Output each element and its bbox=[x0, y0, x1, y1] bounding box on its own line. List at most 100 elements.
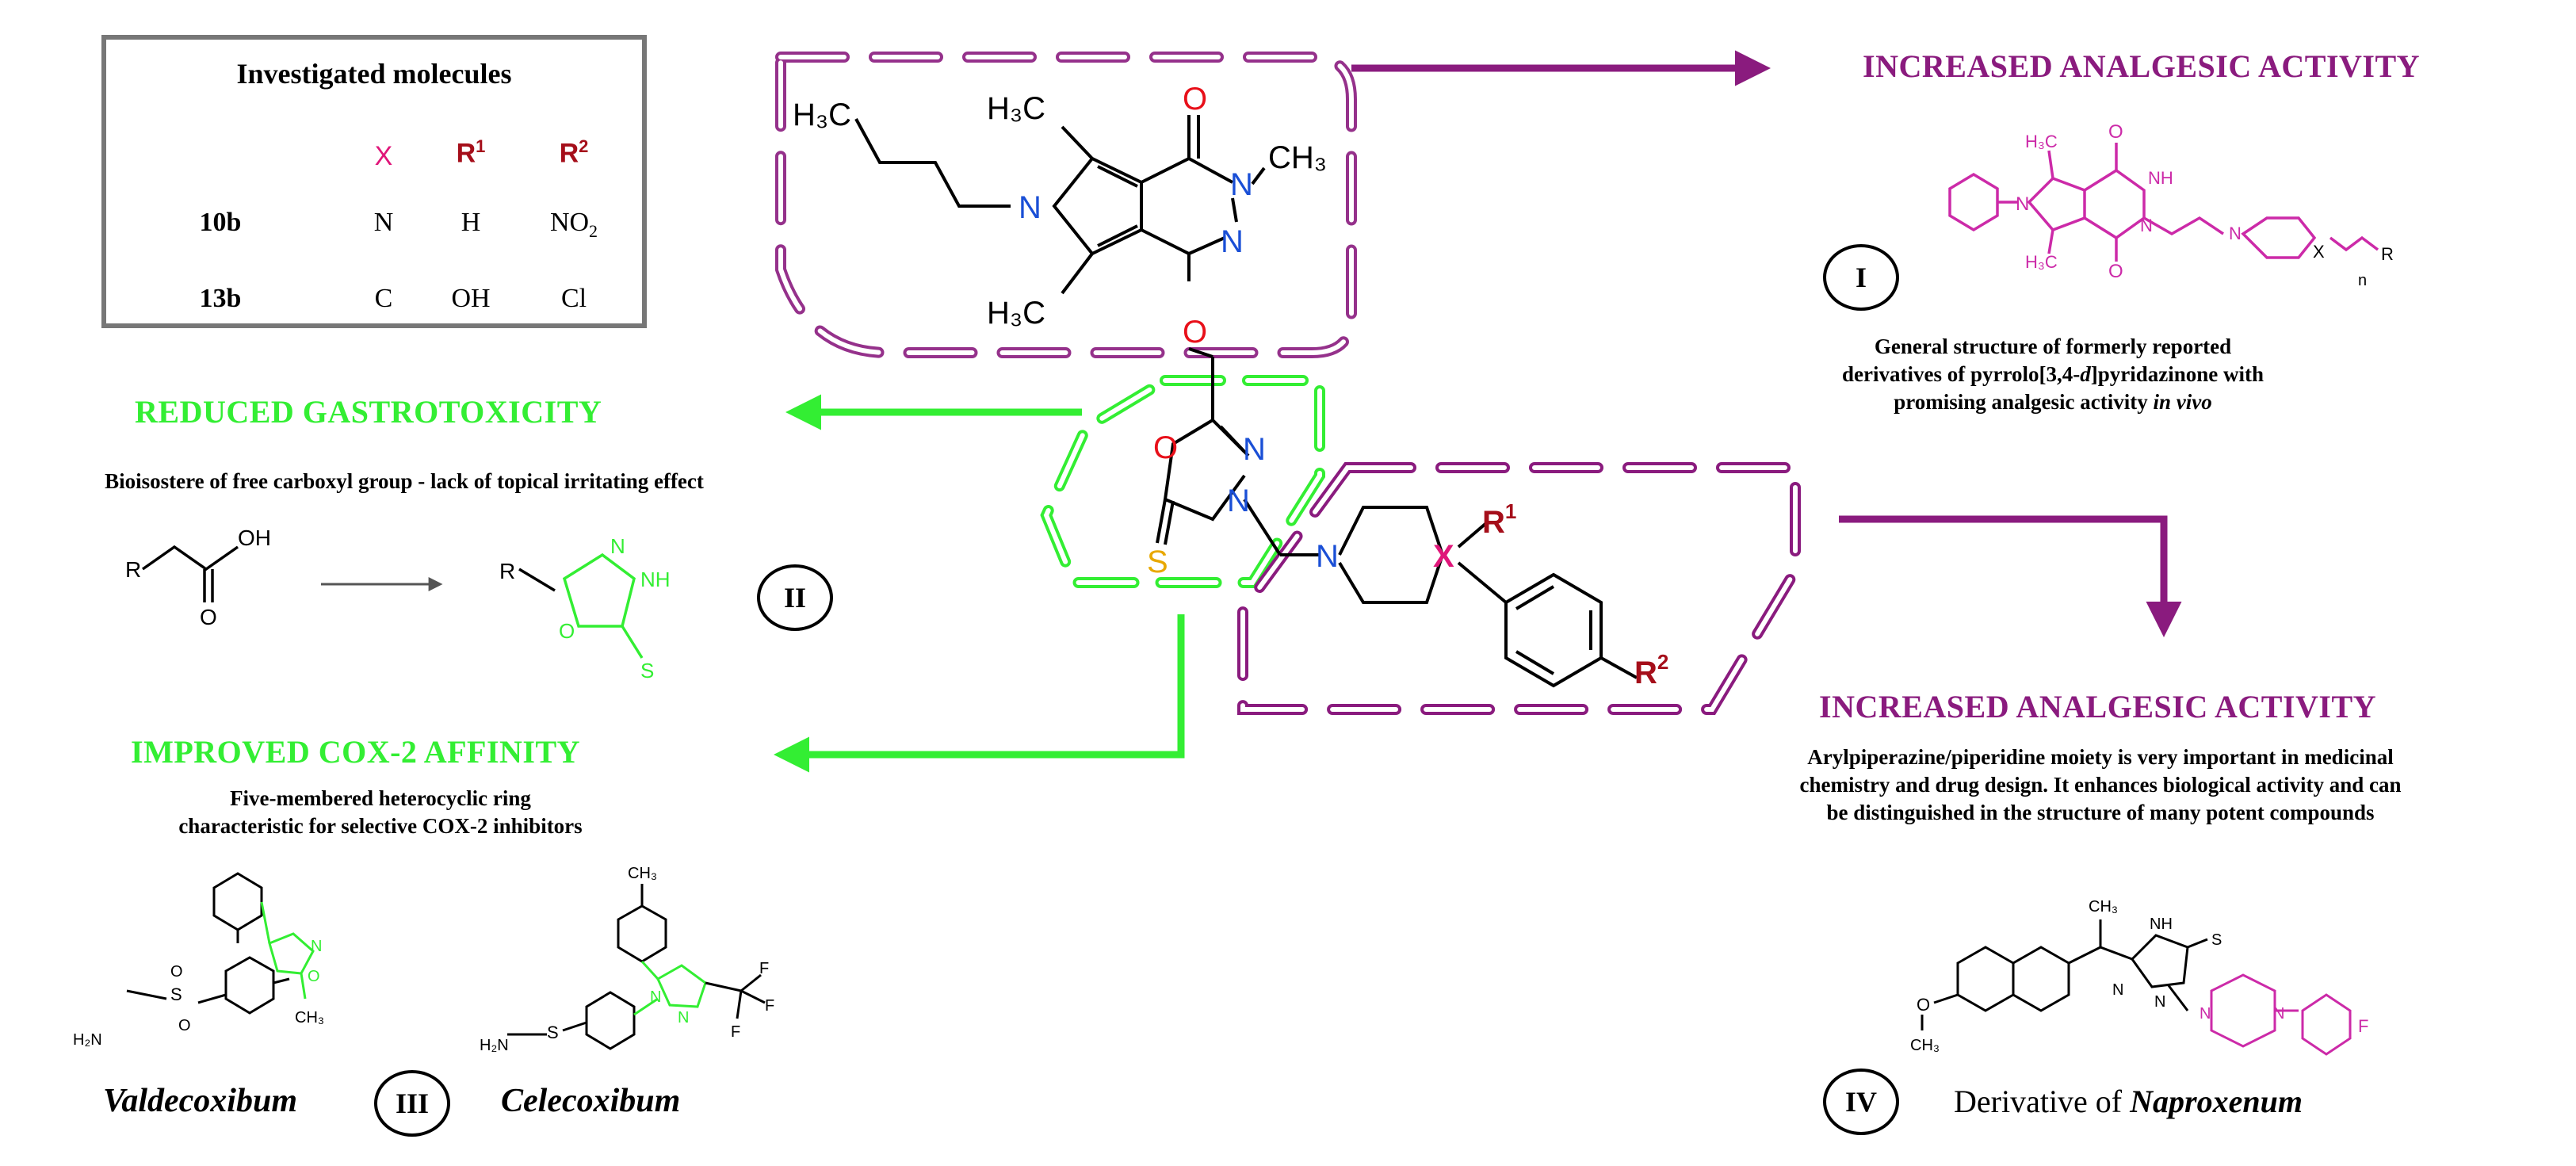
gastro-title: REDUCED GASTROTOXICITY bbox=[135, 394, 602, 430]
n-methyl-label: CH₃ bbox=[1268, 140, 1327, 175]
roman-iv-badge: IV bbox=[1823, 1069, 1899, 1135]
naproxen-o: O bbox=[1917, 995, 1930, 1015]
valdecoxib-n: N bbox=[311, 938, 322, 955]
structure-i-methyl-top: H₃C bbox=[2025, 132, 2058, 151]
carbonyl-o-label: O bbox=[1183, 82, 1207, 117]
piperazine-n-label: N bbox=[1316, 539, 1339, 574]
naproxen-n2: N bbox=[2154, 993, 2165, 1011]
structure-i-nh: NH bbox=[2148, 168, 2173, 188]
arrow-to-bottom-right bbox=[1839, 515, 2182, 637]
r2-label: R2 bbox=[1634, 650, 1668, 690]
valdecoxib-o: O bbox=[308, 968, 320, 985]
naproxen-derivative-structure bbox=[1921, 919, 2208, 1030]
investigated-heading: Investigated molecules bbox=[236, 58, 512, 90]
naproxen-pip-n1: N bbox=[2200, 1005, 2211, 1023]
valdecoxib-s: S bbox=[170, 984, 182, 1004]
structure-i-n-sub: n bbox=[2358, 272, 2367, 289]
oxadiazolethione-structure bbox=[518, 568, 556, 592]
oxadiazolethione-s: S bbox=[640, 659, 654, 682]
row-10b-r2: NO2 bbox=[549, 208, 598, 241]
valdecoxib-ch3: CH₃ bbox=[295, 1009, 324, 1026]
thione-s-label: S bbox=[1147, 545, 1168, 579]
structure-i-r: R bbox=[2381, 244, 2394, 264]
structure-i-n2: N bbox=[2140, 216, 2153, 235]
celecoxib-nh2: H₂N bbox=[480, 1037, 509, 1054]
naproxen-pip-n2: N bbox=[2273, 1005, 2284, 1023]
oxadiazole-n4-label: N bbox=[1243, 432, 1266, 467]
oxadiazolethione-r: R bbox=[499, 559, 515, 583]
valdecoxib-o2: O bbox=[178, 1017, 191, 1034]
acid-o: O bbox=[200, 605, 217, 629]
roman-i-badge: I bbox=[1823, 244, 1899, 311]
acid-r: R bbox=[125, 557, 141, 582]
carboxylic-acid-structure bbox=[141, 545, 239, 602]
column-x-header: X bbox=[374, 141, 393, 171]
oxadiazolethione-o: O bbox=[559, 619, 575, 643]
celecoxib-label: Celecoxibum bbox=[501, 1083, 681, 1119]
arrow-to-cox bbox=[774, 614, 1185, 773]
column-r1-header: R1 bbox=[456, 136, 486, 169]
valdecoxib-o1: O bbox=[170, 963, 183, 981]
valdecoxib-label: Valdecoxibum bbox=[103, 1083, 298, 1119]
structure-i-n: N bbox=[2016, 193, 2029, 215]
oxadiazole-n3-label: N bbox=[1227, 484, 1250, 518]
structure-i-x: X bbox=[2313, 242, 2325, 262]
roman-iii-badge: III bbox=[374, 1070, 450, 1137]
oxadiazolethione-n: N bbox=[610, 534, 625, 558]
celecoxib-n: N bbox=[650, 988, 661, 1006]
oxadiazole-o-label: O bbox=[1153, 430, 1178, 465]
structure-i bbox=[1948, 143, 2379, 262]
celecoxib-structure bbox=[507, 884, 667, 1050]
naproxen-ch3: CH₃ bbox=[2089, 898, 2118, 916]
cox-description: Five-membered heterocyclic ring characte… bbox=[178, 786, 583, 839]
roman-ii-badge: II bbox=[757, 564, 833, 631]
cox-title: IMPROVED COX-2 AFFINITY bbox=[131, 734, 581, 770]
structure-i-o-top: O bbox=[2108, 121, 2123, 143]
x-atom-label: X bbox=[1433, 539, 1454, 574]
methyl-bottom-label: H₃C bbox=[987, 296, 1045, 331]
pyridazine-n1-label: N bbox=[1230, 167, 1253, 202]
oxadiazolethione-nh: NH bbox=[640, 568, 671, 591]
pyrrolopyridazinone-dashed-region bbox=[775, 52, 1357, 358]
celecoxib-f2: F bbox=[765, 997, 774, 1015]
structure-i-n3: N bbox=[2229, 224, 2242, 243]
valdecoxib-nh2: H₂N bbox=[73, 1031, 102, 1049]
naproxen-ch3-o: CH₃ bbox=[1910, 1037, 1940, 1054]
celecoxib-f1: F bbox=[759, 960, 769, 977]
acid-oh: OH bbox=[238, 526, 271, 550]
row-10b-id: 10b bbox=[199, 208, 242, 237]
structure-i-methyl-bottom: H₃C bbox=[2025, 252, 2058, 272]
naproxen-s: S bbox=[2211, 931, 2222, 949]
row-10b-x: N bbox=[373, 208, 394, 237]
gastro-subtitle: Bioisostere of free carboxyl group - lac… bbox=[105, 469, 704, 493]
structure-i-o-bottom: O bbox=[2108, 261, 2123, 282]
ether-o-label: O bbox=[1183, 315, 1207, 350]
celecoxib-f3: F bbox=[731, 1023, 740, 1041]
row-13b-r1: OH bbox=[451, 284, 491, 313]
row-13b-x: C bbox=[374, 284, 393, 313]
central-molecule bbox=[854, 115, 1638, 688]
investigated-molecules-box: Investigated molecules X R1 R2 10b N H N… bbox=[101, 35, 647, 328]
column-r2-header: R2 bbox=[559, 136, 589, 169]
pyrrole-n-label: N bbox=[1019, 190, 1041, 225]
methyl-top-label: H₃C bbox=[987, 91, 1045, 126]
naproxen-caption: Derivative of Naproxenum bbox=[1954, 1084, 2303, 1119]
pyridazine-n2-label: N bbox=[1221, 224, 1244, 259]
celecoxib-n2: N bbox=[678, 1009, 689, 1026]
r1-label: R1 bbox=[1482, 499, 1516, 540]
row-13b-id: 13b bbox=[199, 284, 242, 313]
bottom-right-description: Arylpiperazine/piperidine moiety is very… bbox=[1799, 745, 2402, 825]
naproxen-nh: NH bbox=[2150, 916, 2173, 933]
celecoxib-s: S bbox=[547, 1023, 559, 1042]
top-right-title: INCREASED ANALGESIC ACTIVITY bbox=[1863, 48, 2421, 84]
butyl-ch3-label: H₃C bbox=[793, 97, 851, 132]
valdecoxib-structure bbox=[126, 872, 290, 1015]
bottom-right-title: INCREASED ANALGESIC ACTIVITY bbox=[1819, 689, 2377, 724]
row-10b-r1: H bbox=[461, 208, 481, 237]
celecoxib-ch3: CH₃ bbox=[628, 865, 657, 882]
naproxen-n1: N bbox=[2112, 981, 2123, 999]
naproxen-f: F bbox=[2358, 1016, 2368, 1036]
row-13b-r2: Cl bbox=[560, 284, 587, 313]
arylpiperazine-dashed-region bbox=[1237, 462, 1801, 715]
